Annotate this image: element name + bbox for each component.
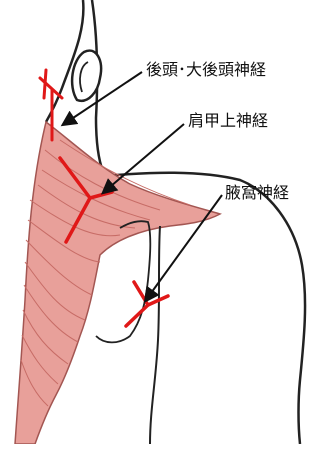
occipital-nerve-marker (40, 70, 62, 140)
arm-outline (150, 226, 160, 444)
suprascapular-arrow (104, 124, 184, 192)
axillary-nerve-label: 腋窩神経 (225, 185, 289, 201)
trapezius-muscle (15, 122, 220, 444)
occipital-nerve-label: 後頭･大後頭神経 (146, 62, 266, 78)
suprascapular-nerve-label: 肩甲上神経 (188, 113, 268, 129)
